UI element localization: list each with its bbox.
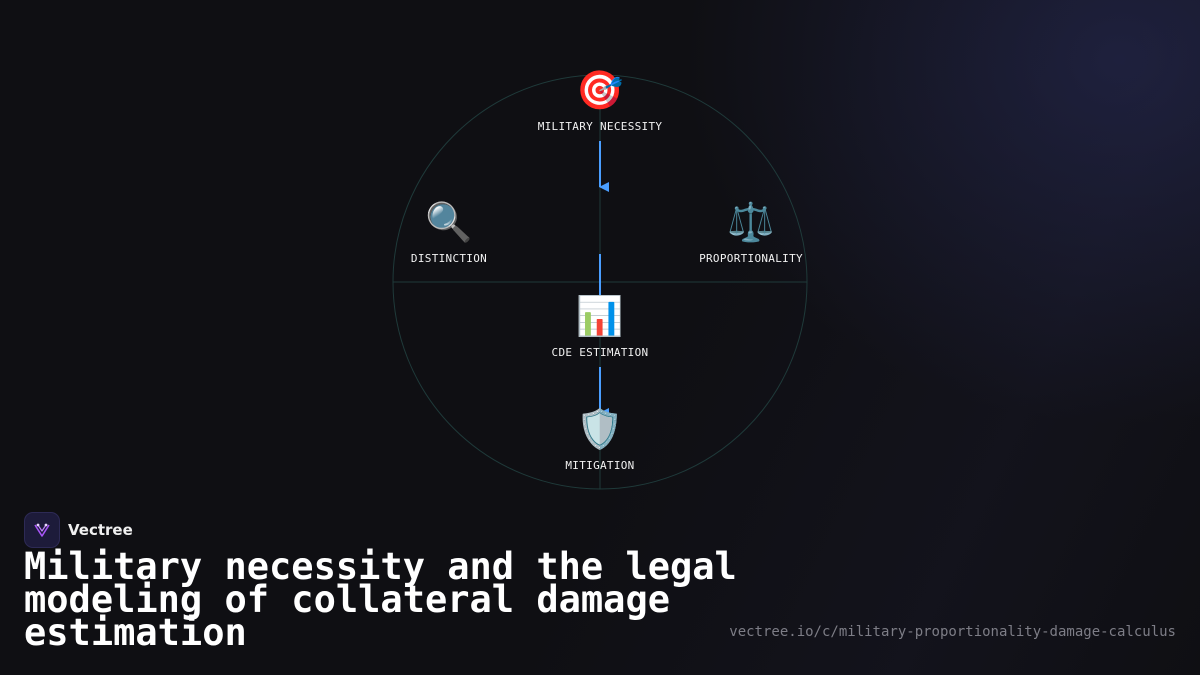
- node-mitigation: 🛡️ MITIGATION: [565, 407, 634, 472]
- node-label: MILITARY NECESSITY: [537, 120, 663, 133]
- brand: Vectree: [24, 512, 133, 548]
- node-label: CDE ESTIMATION: [551, 346, 649, 359]
- node-distinction: 🔍 DISTINCTION: [411, 200, 487, 265]
- vectree-logo-icon: [24, 512, 60, 548]
- node-cde-estimation: 📊 CDE ESTIMATION: [552, 294, 649, 359]
- node-label: PROPORTIONALITY: [699, 252, 803, 265]
- page-title: Military necessity and the legal modelin…: [24, 545, 737, 654]
- shield-icon: 🛡️: [576, 407, 624, 451]
- node-label: MITIGATION: [565, 459, 635, 472]
- brand-name: Vectree: [68, 521, 133, 539]
- source-url[interactable]: vectree.io/c/military-proportionality-da…: [729, 624, 1176, 640]
- bar-chart-icon: 📊: [576, 294, 624, 338]
- node-military-necessity: 🎯 MILITARY NECESSITY: [538, 68, 663, 133]
- target-icon: 🎯: [576, 68, 624, 112]
- magnifier-icon: 🔍: [425, 200, 473, 244]
- scales-icon: ⚖️: [727, 200, 775, 244]
- node-label: DISTINCTION: [410, 252, 488, 265]
- node-proportionality: ⚖️ PROPORTIONALITY: [699, 200, 803, 265]
